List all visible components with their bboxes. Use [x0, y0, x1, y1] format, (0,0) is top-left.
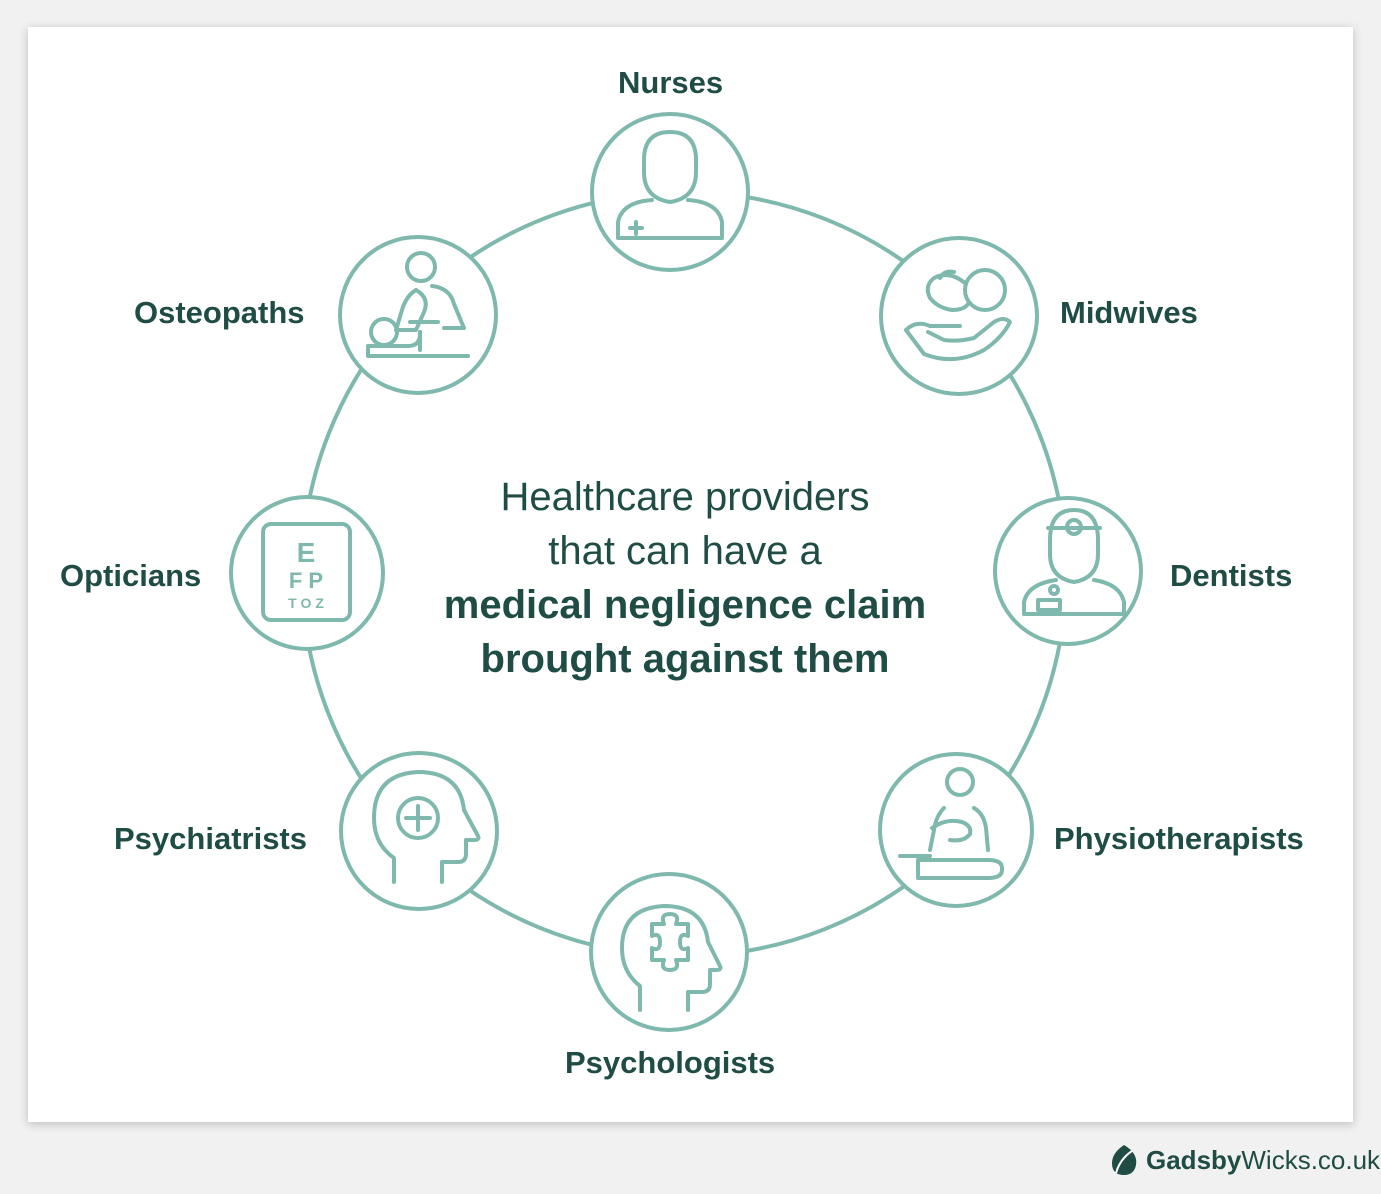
- title-line-1: Healthcare providers: [500, 475, 870, 519]
- title-line-3: medical negligence claim: [443, 583, 927, 627]
- node-label-midwives: Midwives: [1060, 295, 1198, 330]
- head-plus-icon: [372, 770, 481, 884]
- dentists-node: [993, 496, 1143, 646]
- title-line-2: that can have a: [548, 529, 822, 573]
- osteopaths-node: [338, 235, 498, 395]
- midwives-node: [879, 236, 1039, 396]
- physiotherapists-node: [878, 752, 1034, 908]
- node-label-osteopaths: Osteopaths: [134, 295, 305, 330]
- eye-chart-row-2: F P: [289, 568, 323, 593]
- dentist-icon: [1022, 508, 1126, 616]
- node-label-psychiatrists: Psychiatrists: [114, 821, 307, 856]
- node-label-nurses: Nurses: [618, 65, 724, 100]
- physiotherapist-icon: [898, 767, 1004, 880]
- eye-chart-row-1: E: [297, 537, 316, 568]
- nurses-node: [590, 112, 750, 272]
- psychiatrists-node: [339, 751, 499, 911]
- node-label-opticians: Opticians: [60, 558, 202, 593]
- leaf-logo-icon: [1112, 1145, 1137, 1175]
- brand-bold: Gadsby: [1146, 1144, 1242, 1175]
- eye-chart-icon: E F P T O Z: [261, 522, 352, 622]
- brand-regular: Wicks.co.uk: [1241, 1144, 1381, 1175]
- eye-chart-row-3: T O Z: [288, 595, 324, 611]
- node-label-dentists: Dentists: [1170, 558, 1293, 593]
- brand-name: GadsbyWicks.co.uk: [1146, 1145, 1380, 1176]
- head-puzzle-icon: [620, 904, 723, 1012]
- baby-in-hand-icon: [904, 268, 1012, 362]
- node-label-physiotherapists: Physiotherapists: [1054, 821, 1304, 856]
- osteopath-icon: [366, 251, 470, 358]
- node-label-psychologists: Psychologists: [565, 1045, 776, 1080]
- psychologists-node: [589, 872, 749, 1032]
- brand-footer: GadsbyWicks.co.uk: [1110, 1140, 1380, 1180]
- title-line-4: brought against them: [480, 637, 890, 681]
- central-title: Healthcare providers that can have a med…: [380, 470, 990, 686]
- opticians-node: E F P T O Z: [229, 495, 385, 651]
- nurse-icon: [616, 130, 724, 240]
